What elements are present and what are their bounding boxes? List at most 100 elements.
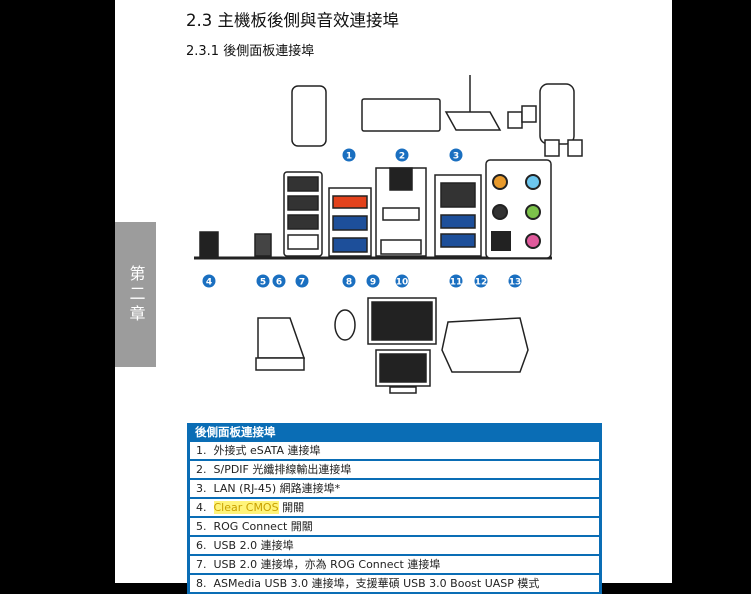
row-text: 開關 xyxy=(278,501,305,514)
row-number: 5. xyxy=(196,520,207,533)
usb2-port xyxy=(287,176,319,192)
notebook-image xyxy=(257,317,306,359)
callout-circle xyxy=(449,148,463,162)
usb3-port xyxy=(440,214,476,229)
row-text: USB 2.0 連接埠 xyxy=(213,539,294,552)
clear-cmos-switch xyxy=(199,231,219,257)
callout-3: 3 xyxy=(449,148,463,162)
callout-number: 4 xyxy=(206,278,212,288)
callout-8: 8 xyxy=(342,274,356,288)
row-number: 6. xyxy=(196,539,207,552)
callout-number: 2 xyxy=(399,152,405,162)
rear-panel-ports-table: 後側面板連接埠 1. 外接式 eSATA 連接埠 2. S/PDIF 光纖排線輸出… xyxy=(187,423,602,594)
callout-circle xyxy=(474,274,488,288)
callout-circle xyxy=(395,148,409,162)
rog-connect-switch xyxy=(254,233,272,257)
optical-spdif-port xyxy=(389,167,413,191)
callout-number: 11 xyxy=(450,278,463,288)
usb2-rog-connect-port xyxy=(287,234,319,250)
callout-number: 10 xyxy=(396,278,409,288)
callout-number: 13 xyxy=(509,278,522,288)
audio-jack-black xyxy=(492,204,508,220)
notebook-base xyxy=(255,357,305,371)
callout-4: 4 xyxy=(202,274,216,288)
callout-circle xyxy=(366,274,380,288)
usb3-port xyxy=(332,215,368,231)
callout-number: 5 xyxy=(260,278,266,288)
table-row: 4. Clear CMOS 開關 xyxy=(190,499,599,516)
mouse-image xyxy=(334,309,356,341)
usb2-port xyxy=(287,214,319,230)
subsection-title: 2.3.1 後側面板連接埠 xyxy=(186,44,315,59)
av-receiver-image xyxy=(361,98,441,132)
row-number: 4. xyxy=(196,501,207,514)
callout-number: 7 xyxy=(299,278,305,288)
satellite-speaker xyxy=(521,105,537,123)
highlighted-text: Clear CMOS xyxy=(213,501,279,514)
external-drive-image xyxy=(291,85,327,147)
video-port xyxy=(382,207,420,221)
printer-image xyxy=(441,317,529,373)
callout-number: 1 xyxy=(346,152,352,162)
table-row: 2. S/PDIF 光纖排線輸出連接埠 xyxy=(190,461,599,478)
audio-jack-orange xyxy=(492,174,508,190)
callout-circle xyxy=(272,274,286,288)
monitor-screen xyxy=(379,353,427,383)
row-number: 8. xyxy=(196,577,207,590)
optical-out-port xyxy=(491,231,511,251)
usb3-port xyxy=(332,237,368,253)
callout-9: 9 xyxy=(366,274,380,288)
speaker-image xyxy=(539,83,575,145)
esata-port xyxy=(332,195,368,209)
callout-circle xyxy=(295,274,309,288)
table-row: 3. LAN (RJ-45) 網路連接埠* xyxy=(190,480,599,497)
callout-circle xyxy=(449,274,463,288)
table-row: 7. USB 2.0 連接埠，亦為 ROG Connect 連接埠 xyxy=(190,556,599,573)
table-row: 8. ASMedia USB 3.0 連接埠，支援華碩 USB 3.0 Boos… xyxy=(190,575,599,592)
row-text: ASMedia USB 3.0 連接埠，支援華碩 USB 3.0 Boost U… xyxy=(213,577,540,590)
row-text: 外接式 eSATA 連接埠 xyxy=(213,444,321,457)
router-image xyxy=(444,111,502,131)
table-body: 1. 外接式 eSATA 連接埠 2. S/PDIF 光纖排線輸出連接埠 3. LA… xyxy=(190,442,599,592)
callout-6: 6 xyxy=(272,274,286,288)
callout-2: 2 xyxy=(395,148,409,162)
callout-circle xyxy=(202,274,216,288)
row-number: 2. xyxy=(196,463,207,476)
section-title: 2.3 主機板後側與音效連接埠 xyxy=(186,11,399,30)
callout-7: 7 xyxy=(295,274,309,288)
callout-number: 3 xyxy=(453,152,459,162)
callout-5: 5 xyxy=(256,274,270,288)
row-number: 1. xyxy=(196,444,207,457)
callout-number: 9 xyxy=(370,278,376,288)
usb3-port xyxy=(440,233,476,248)
callout-number: 8 xyxy=(346,278,352,288)
callout-10: 10 xyxy=(395,274,409,288)
callout-circle xyxy=(342,148,356,162)
table-header: 後側面板連接埠 xyxy=(195,425,276,439)
chapter-tab[interactable]: 第二章 xyxy=(115,222,156,367)
row-text: LAN (RJ-45) 網路連接埠* xyxy=(213,482,341,495)
audio-jack-green xyxy=(525,204,541,220)
table-row: 1. 外接式 eSATA 連接埠 xyxy=(190,442,599,459)
video-port xyxy=(380,239,422,255)
callout-1: 1 xyxy=(342,148,356,162)
usb2-port xyxy=(287,195,319,211)
audio-jack-blue xyxy=(525,174,541,190)
callout-13: 13 xyxy=(508,274,522,288)
callout-circle xyxy=(395,274,409,288)
row-text: USB 2.0 連接埠，亦為 ROG Connect 連接埠 xyxy=(213,558,441,571)
callout-circle xyxy=(342,274,356,288)
callout-number: 6 xyxy=(276,278,282,288)
table-row: 5. ROG Connect 開關 xyxy=(190,518,599,535)
row-text: S/PDIF 光纖排線輸出連接埠 xyxy=(213,463,352,476)
monitor-stand xyxy=(389,386,417,394)
satellite-speaker xyxy=(507,111,523,129)
chapter-tab-label: 第二章 xyxy=(126,264,146,325)
callout-circle xyxy=(508,274,522,288)
callout-11: 11 xyxy=(449,274,463,288)
row-text: ROG Connect 開關 xyxy=(213,520,313,533)
row-number: 7. xyxy=(196,558,207,571)
satellite-speaker xyxy=(567,139,583,157)
